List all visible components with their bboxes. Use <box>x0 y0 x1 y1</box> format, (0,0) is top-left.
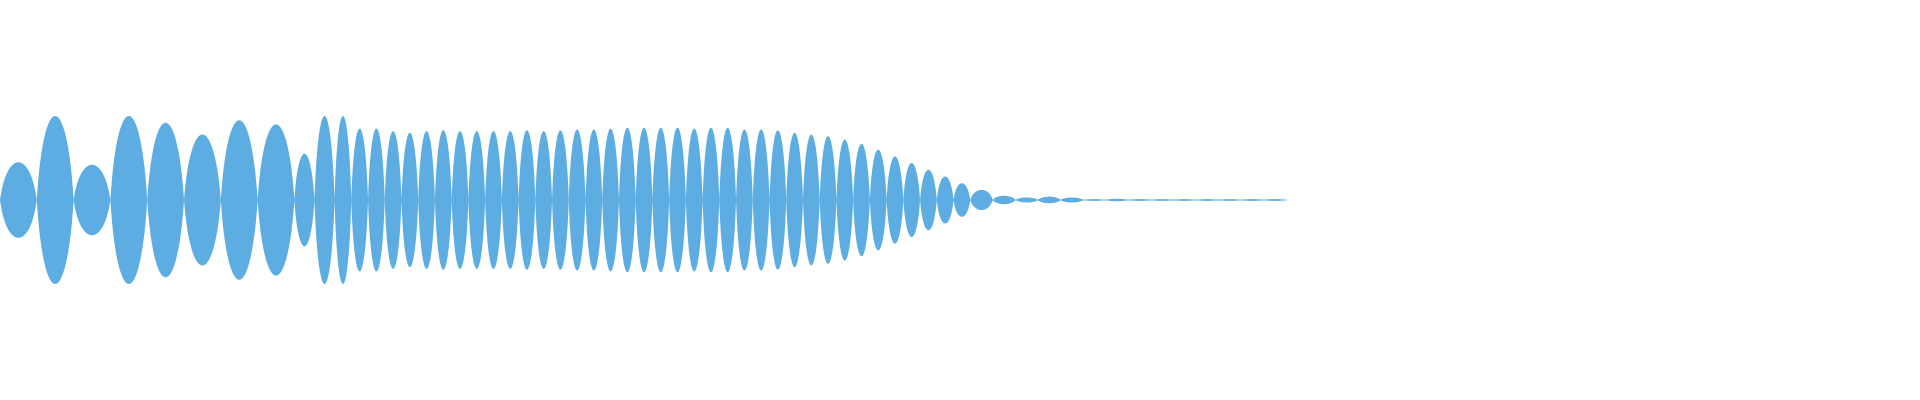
waveform-lobe <box>257 124 295 276</box>
waveform-lobe <box>384 131 402 269</box>
waveform-lobe <box>992 195 1016 205</box>
waveform-lobe <box>518 130 536 270</box>
waveform-lobe <box>769 130 787 270</box>
waveform-lobe <box>1083 199 1106 201</box>
waveform-lobe <box>802 134 820 266</box>
waveform-lobe <box>334 116 352 284</box>
waveform-lobe <box>184 134 221 266</box>
waveform-lobe <box>719 127 737 273</box>
waveform-lobe <box>752 129 770 271</box>
waveform-lobe <box>0 162 37 238</box>
waveform-lobe <box>886 156 904 244</box>
waveform-lobe <box>1173 199 1197 201</box>
waveform-lobe <box>73 164 111 236</box>
waveform-lobe <box>685 128 703 272</box>
waveform-lobe <box>1196 199 1219 201</box>
waveform-lobe <box>552 130 569 270</box>
waveform-lobe <box>36 116 74 284</box>
waveform-lobe <box>1128 199 1151 201</box>
waveform-lobe <box>602 128 619 272</box>
waveform-lobe <box>1037 196 1061 204</box>
waveform-lobe <box>368 128 385 272</box>
waveform-lobe <box>401 132 419 268</box>
waveform-lobe <box>652 127 670 273</box>
waveform-lobe <box>869 149 887 251</box>
waveform-lobe <box>1060 197 1084 203</box>
waveform-lobe <box>836 139 854 261</box>
waveform-lobe <box>468 131 486 269</box>
waveform-lobe <box>1105 198 1129 202</box>
waveform-lobe <box>351 128 369 272</box>
waveform-lobe <box>953 183 971 217</box>
waveform-lobe <box>903 163 921 237</box>
waveform-lobe <box>786 132 803 268</box>
waveform-lobe <box>535 131 553 269</box>
waveform-lobe <box>1015 197 1038 203</box>
waveform-lobe <box>501 131 519 269</box>
waveform-lobe <box>635 127 653 273</box>
waveform-lobe <box>702 127 720 273</box>
waveform-lobe <box>669 127 686 273</box>
waveform-lobe <box>736 129 753 271</box>
waveform-lobe <box>618 127 636 273</box>
waveform-lobe <box>1263 199 1287 201</box>
waveform-lobe <box>936 176 954 224</box>
waveform-lobe <box>434 130 452 270</box>
waveform-lobe <box>853 143 870 257</box>
waveform-lobe <box>568 129 586 271</box>
waveform-lobe <box>585 129 603 271</box>
waveform-lobe <box>819 136 837 264</box>
waveform-lobe <box>294 153 315 247</box>
waveform-lobe <box>220 120 258 280</box>
waveform-lobe <box>451 131 469 269</box>
waveform-lobe <box>147 122 185 278</box>
waveform-lobe <box>418 131 435 269</box>
waveform-lobe <box>314 116 335 284</box>
waveform-lobe <box>970 189 993 211</box>
waveform-lobes <box>0 116 1287 284</box>
waveform-lobe <box>1150 199 1174 201</box>
waveform-lobe <box>920 169 937 231</box>
waveform-lobe <box>110 116 148 284</box>
waveform-lobe <box>1218 199 1242 201</box>
waveform-lobe <box>485 131 502 269</box>
waveform-lobe <box>1241 199 1264 201</box>
